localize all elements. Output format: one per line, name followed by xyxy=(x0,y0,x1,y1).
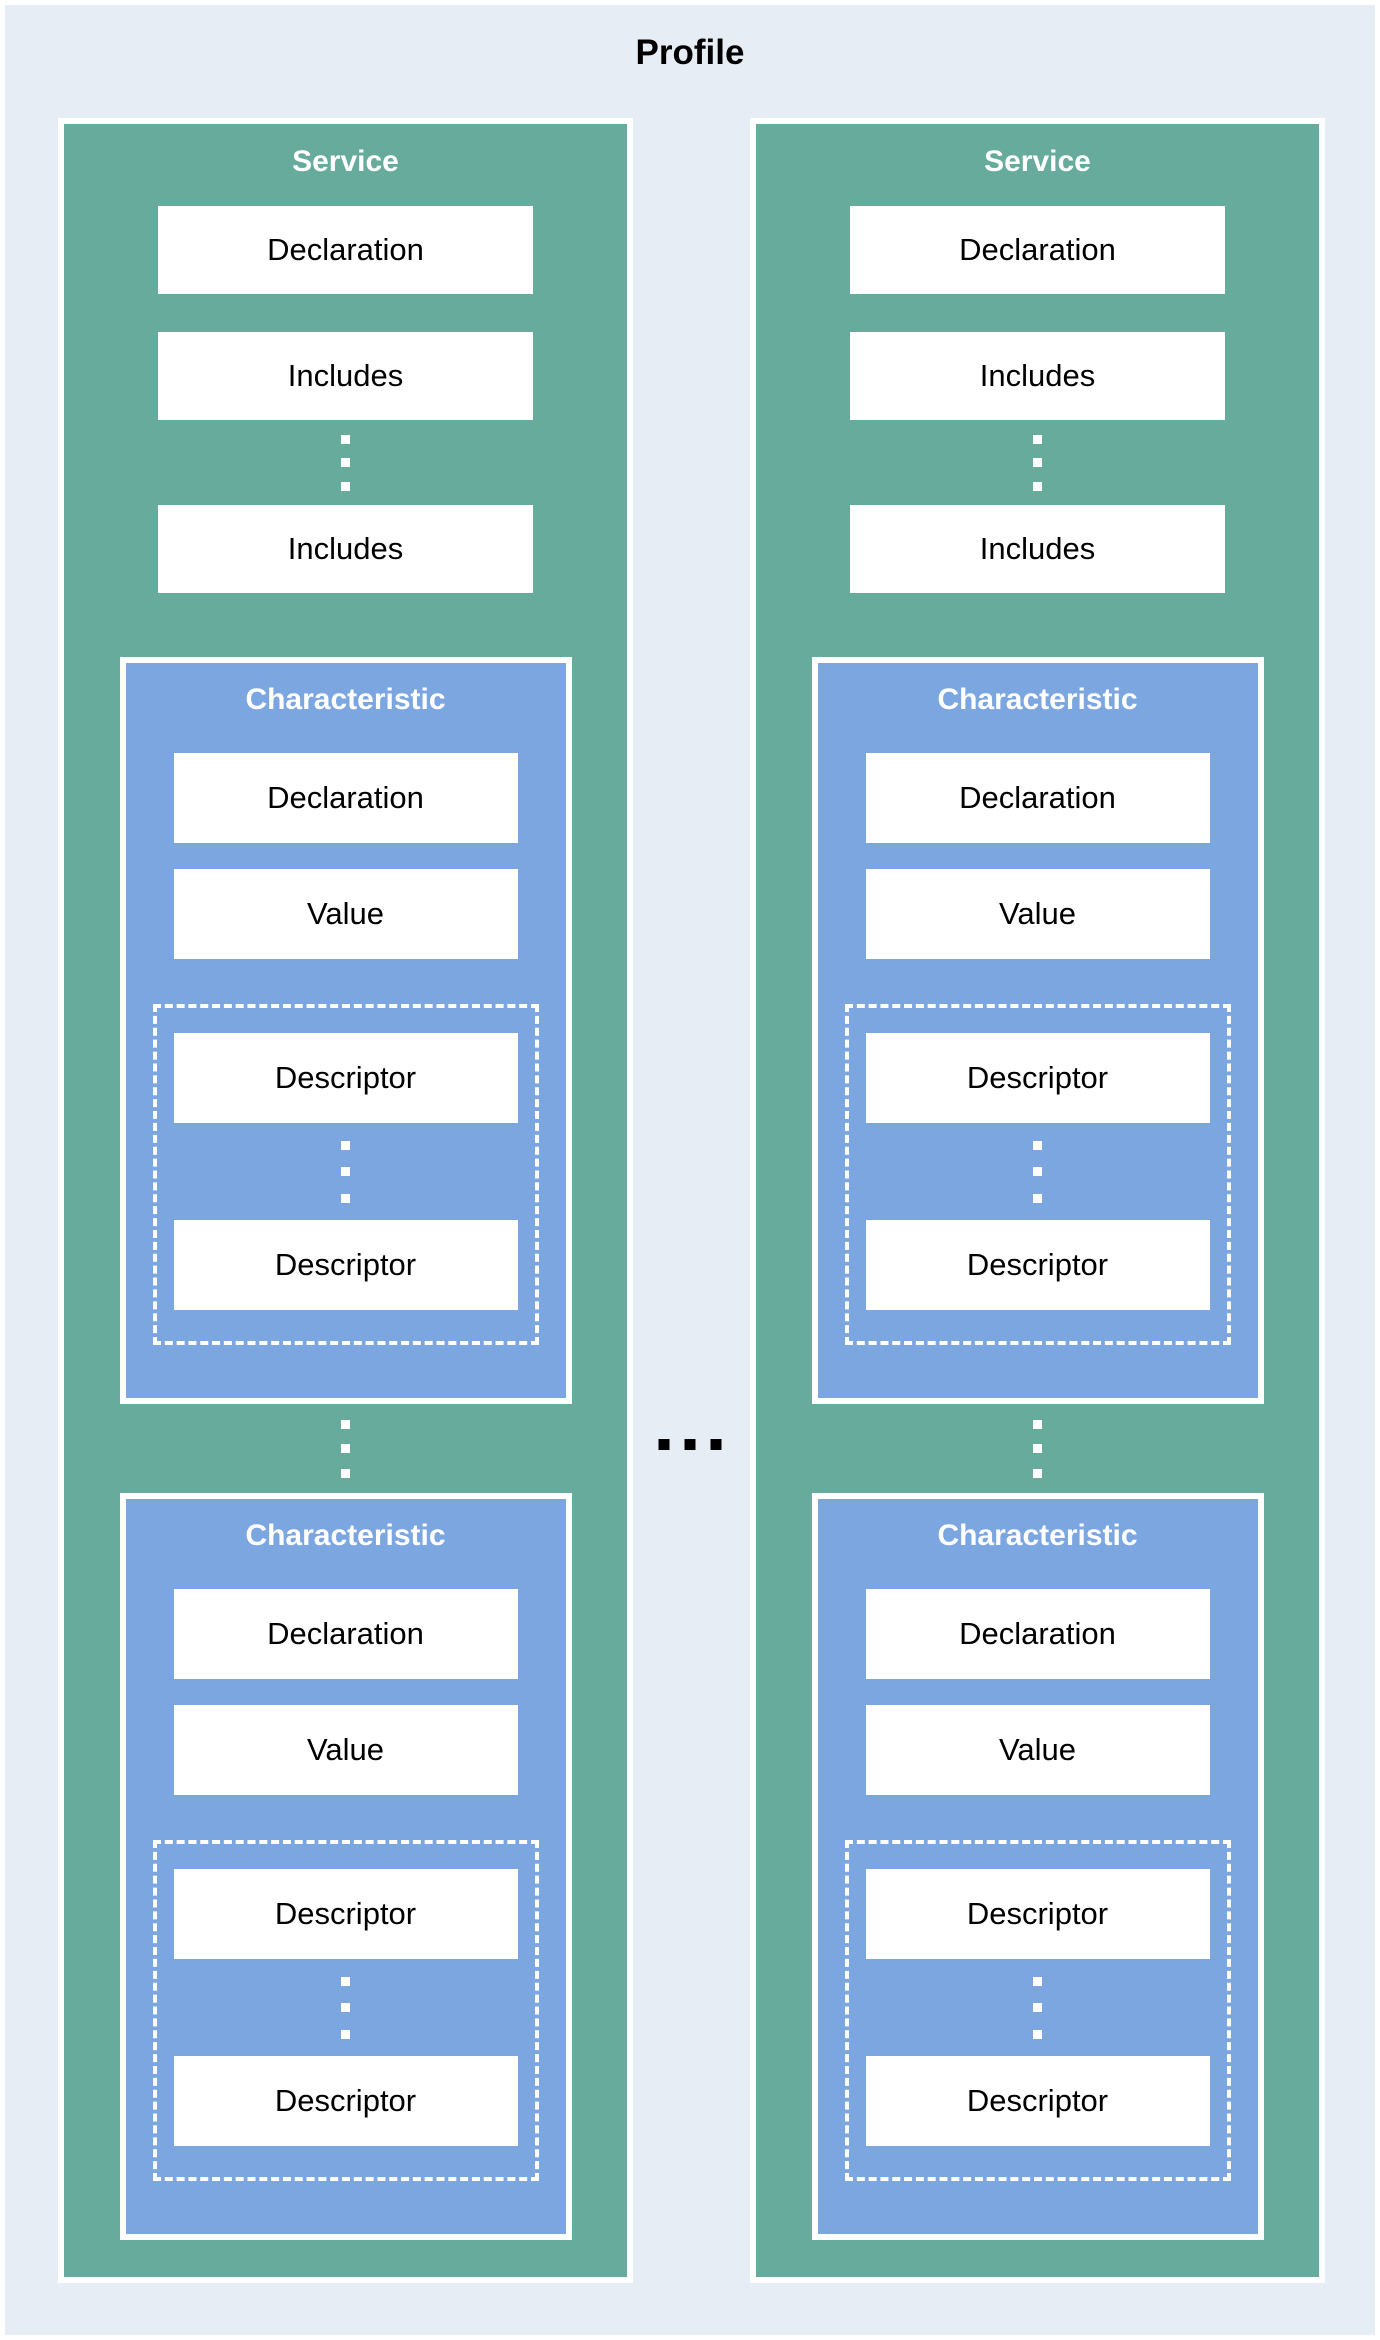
vertical-ellipsis-icon xyxy=(1033,420,1042,505)
characteristic-title: Characteristic xyxy=(937,1519,1138,1552)
characteristic-title: Characteristic xyxy=(245,1519,446,1552)
service-includes-box: Includes xyxy=(158,505,533,593)
service-includes-box: Includes xyxy=(850,505,1225,593)
vertical-ellipsis-icon xyxy=(341,420,350,505)
descriptor-box: Descriptor xyxy=(865,1220,1210,1310)
vertical-ellipsis-icon xyxy=(341,1959,350,2056)
descriptor-group: Descriptor Descriptor xyxy=(844,1004,1231,1345)
service-includes-box: Includes xyxy=(158,332,533,420)
service-box-1: Service Declaration Includes Includes Ch… xyxy=(58,118,633,2283)
descriptor-box: Descriptor xyxy=(865,1869,1210,1959)
descriptor-box: Descriptor xyxy=(173,2056,518,2146)
vertical-ellipsis-icon xyxy=(341,1123,350,1220)
characteristic-value-box: Value xyxy=(865,869,1210,959)
characteristic-value-box: Value xyxy=(173,869,518,959)
characteristic-declaration-box: Declaration xyxy=(865,753,1210,843)
descriptor-box: Descriptor xyxy=(865,1033,1210,1123)
descriptor-box: Descriptor xyxy=(173,1220,518,1310)
service-declaration-box: Declaration xyxy=(158,206,533,294)
descriptor-group: Descriptor Descriptor xyxy=(152,1004,539,1345)
characteristic-declaration-box: Declaration xyxy=(173,753,518,843)
descriptor-box: Descriptor xyxy=(865,2056,1210,2146)
characteristic-value-box: Value xyxy=(173,1705,518,1795)
services-row: Service Declaration Includes Includes Ch… xyxy=(58,118,1325,2283)
service-declaration-box: Declaration xyxy=(850,206,1225,294)
vertical-ellipsis-icon xyxy=(1033,1404,1042,1493)
vertical-ellipsis-icon xyxy=(1033,1123,1042,1220)
descriptor-group: Descriptor Descriptor xyxy=(152,1840,539,2181)
service-title: Service xyxy=(292,145,399,178)
characteristic-declaration-box: Declaration xyxy=(173,1589,518,1679)
service-box-2: Service Declaration Includes Includes Ch… xyxy=(750,118,1325,2283)
descriptor-group: Descriptor Descriptor xyxy=(844,1840,1231,2181)
descriptor-box: Descriptor xyxy=(173,1869,518,1959)
descriptor-box: Descriptor xyxy=(173,1033,518,1123)
service-title: Service xyxy=(984,145,1091,178)
characteristic-box-2: Characteristic Declaration Value Descrip… xyxy=(811,1493,1264,2240)
characteristic-value-box: Value xyxy=(865,1705,1210,1795)
characteristic-declaration-box: Declaration xyxy=(865,1589,1210,1679)
vertical-ellipsis-icon xyxy=(1033,1959,1042,2056)
vertical-ellipsis-icon xyxy=(341,1404,350,1493)
service-includes-box: Includes xyxy=(850,332,1225,420)
characteristic-title: Characteristic xyxy=(937,683,1138,716)
horizontal-ellipsis-icon xyxy=(658,1439,722,1450)
page-title: Profile xyxy=(635,33,745,72)
characteristic-box-1: Characteristic Declaration Value Descrip… xyxy=(811,657,1264,1404)
characteristic-title: Characteristic xyxy=(245,683,446,716)
characteristic-box-2: Characteristic Declaration Value Descrip… xyxy=(119,1493,572,2240)
characteristic-box-1: Characteristic Declaration Value Descrip… xyxy=(119,657,572,1404)
